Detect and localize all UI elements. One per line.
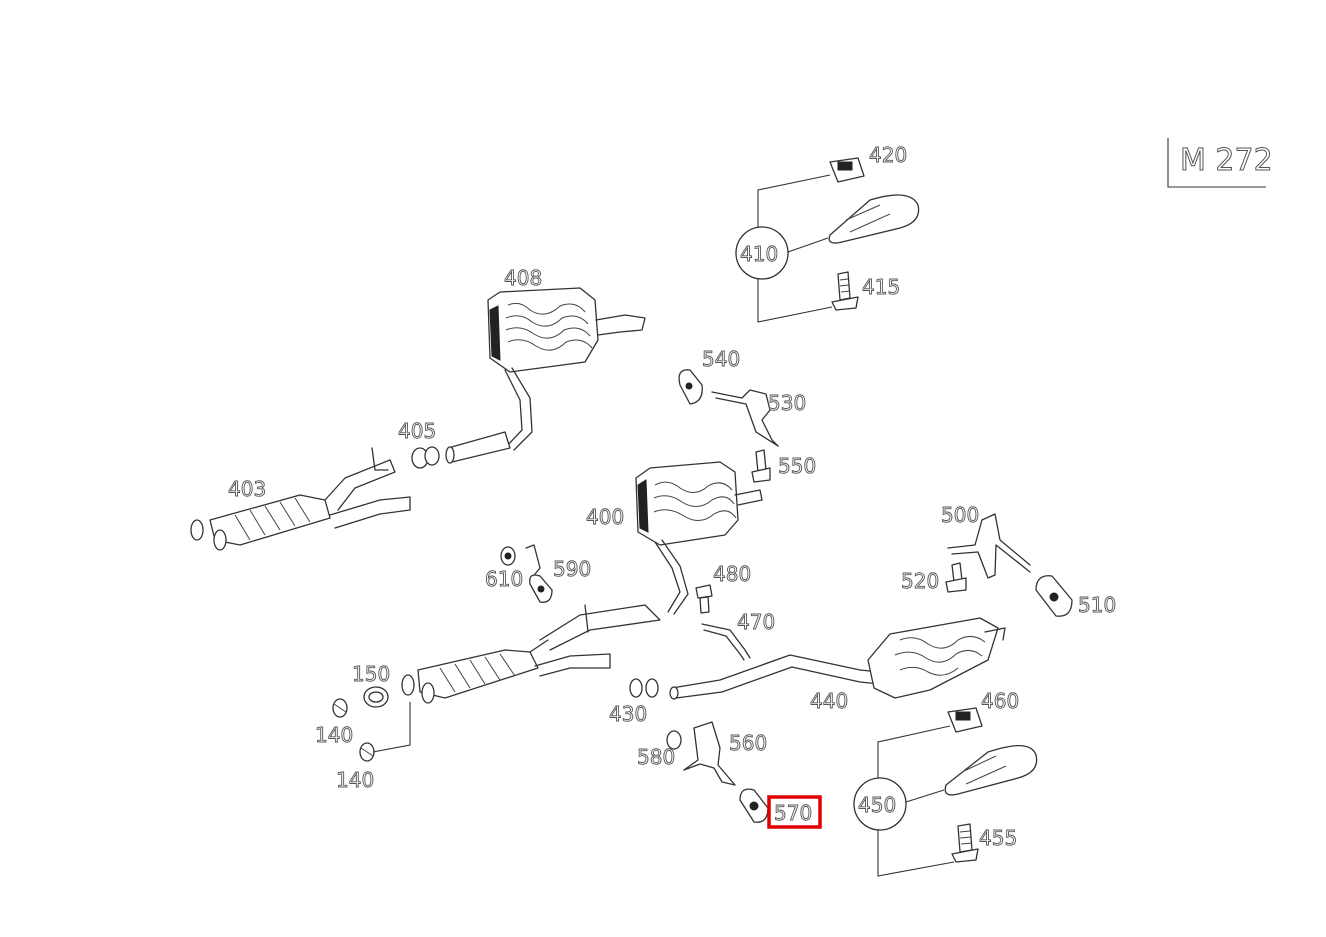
- clamp-405[interactable]: [411, 446, 440, 469]
- screw-455[interactable]: [951, 823, 979, 863]
- bolt-480[interactable]: [695, 584, 713, 614]
- intermediate-pipe-440[interactable]: [669, 654, 881, 700]
- bracket-500[interactable]: [947, 513, 1031, 579]
- callout-405: 405: [398, 419, 436, 443]
- bracket-530[interactable]: [711, 389, 779, 447]
- callout-480: 480: [713, 562, 751, 586]
- callout-440: 440: [810, 689, 848, 713]
- callout-520: 520: [901, 569, 939, 593]
- nut-580[interactable]: [666, 730, 682, 750]
- clamp-430[interactable]: [629, 678, 659, 698]
- rubber-mount-540[interactable]: [678, 369, 703, 405]
- tailpipe-trim-450[interactable]: [944, 745, 1038, 796]
- seal-150[interactable]: [363, 686, 389, 708]
- callout-415: 415: [862, 275, 900, 299]
- callout-150: 150: [352, 662, 390, 686]
- callout-580: 580: [637, 745, 675, 769]
- callout-430: 430: [609, 702, 647, 726]
- rubber-mount-570[interactable]: [739, 788, 769, 823]
- callout-550: 550: [778, 454, 816, 478]
- callout-500: 500: [941, 503, 979, 527]
- callout-590: 590: [553, 557, 591, 581]
- rear-muffler-440[interactable]: [867, 617, 1006, 699]
- callout-400: 400: [586, 505, 624, 529]
- callout-510: 510: [1078, 593, 1116, 617]
- callout-540: 540: [702, 347, 740, 371]
- nut-610[interactable]: [500, 546, 516, 566]
- highlighted-callout-570[interactable]: 570: [767, 795, 822, 829]
- callout-610: 610: [485, 567, 523, 591]
- callout-420: 420: [869, 143, 907, 167]
- rubber-mount-510[interactable]: [1035, 575, 1073, 617]
- nut-140-upper[interactable]: [332, 698, 348, 718]
- callout-450: 450: [858, 793, 896, 817]
- callout-410: 410: [740, 242, 778, 266]
- bracket-470[interactable]: [701, 623, 751, 661]
- clamp-460[interactable]: [947, 707, 983, 733]
- clamp-420[interactable]: [829, 157, 865, 183]
- tailpipe-trim-410[interactable]: [828, 194, 920, 244]
- highlight-box: [767, 795, 822, 829]
- callout-455: 455: [979, 826, 1017, 850]
- callout-408: 408: [504, 266, 542, 290]
- callout-140-upper: 140: [315, 723, 353, 747]
- leader-140: [372, 702, 411, 753]
- tailpipe-trim-450-group[interactable]: 460 450 455: [853, 689, 1038, 877]
- callout-530: 530: [768, 391, 806, 415]
- screw-415[interactable]: [831, 271, 859, 311]
- nut-140-lower[interactable]: [359, 742, 375, 762]
- front-pipe-catalyst[interactable]: [401, 604, 661, 704]
- callout-140-lower: 140: [336, 768, 374, 792]
- callout-470: 470: [737, 610, 775, 634]
- model-badge: M 272: [1167, 138, 1273, 188]
- callout-570: 570: [774, 801, 812, 825]
- screw-520[interactable]: [945, 562, 967, 593]
- muffler-400[interactable]: [635, 461, 763, 615]
- callout-circle-410: [735, 226, 789, 280]
- bracket-560[interactable]: [683, 721, 736, 786]
- screw-550[interactable]: [751, 449, 771, 483]
- rear-muffler-408[interactable]: [487, 287, 646, 451]
- catalyst-403[interactable]: [190, 447, 411, 551]
- callout-circle-450: [853, 777, 907, 831]
- callout-460: 460: [981, 689, 1019, 713]
- pipe-405[interactable]: [445, 431, 511, 464]
- tailpipe-trim-410-group[interactable]: 420 410 415: [735, 143, 920, 323]
- hanger-590[interactable]: [525, 544, 553, 603]
- callout-403: 403: [228, 477, 266, 501]
- model-label: M 272: [1180, 143, 1273, 178]
- callout-560: 560: [729, 731, 767, 755]
